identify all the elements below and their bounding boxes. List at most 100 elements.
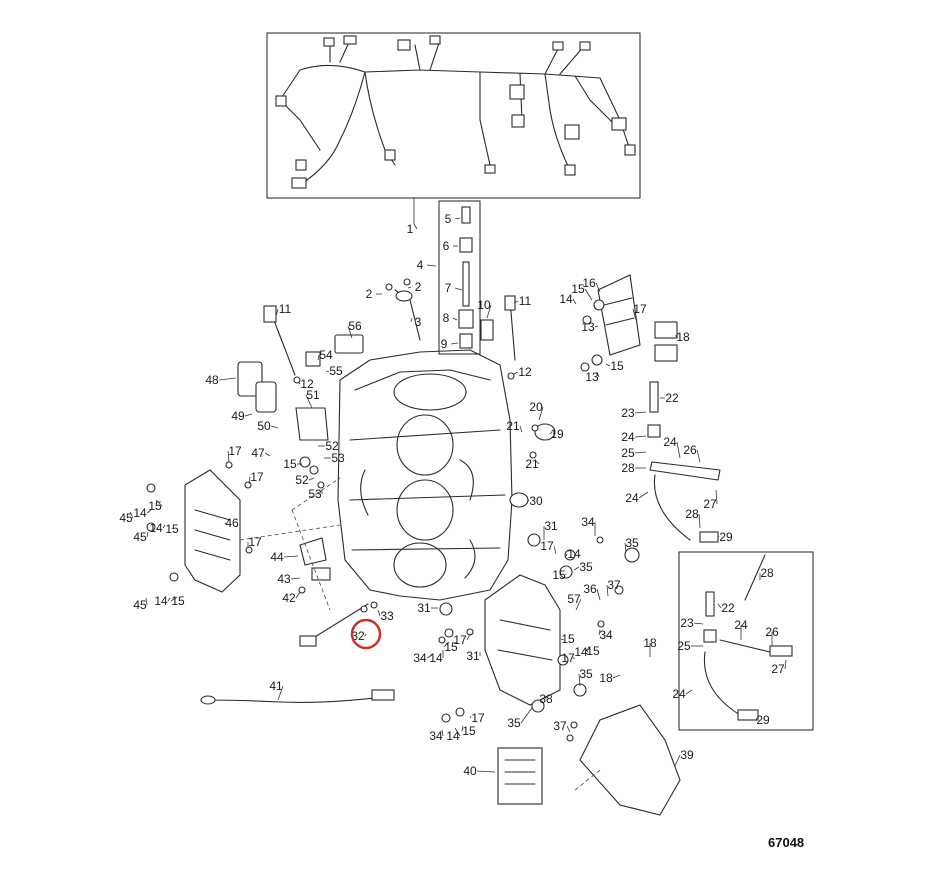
callout-label-18[interactable]: 18 <box>643 636 657 650</box>
callout-label-17[interactable]: 17 <box>471 711 485 725</box>
callout-label-26[interactable]: 26 <box>765 625 779 639</box>
callout-label-14[interactable]: 14 <box>429 651 443 665</box>
callout-label-10[interactable]: 10 <box>477 298 491 312</box>
callout-label-17[interactable]: 17 <box>250 470 264 484</box>
callout-label-5[interactable]: 5 <box>445 212 452 226</box>
part-9[interactable] <box>459 333 473 349</box>
callout-label-9[interactable]: 9 <box>441 337 448 351</box>
callout-label-44[interactable]: 44 <box>270 550 284 564</box>
callout-label-34[interactable]: 34 <box>413 651 427 665</box>
callout-label-17[interactable]: 17 <box>633 302 647 316</box>
callout-label-26[interactable]: 26 <box>683 443 697 457</box>
callout-label-18[interactable]: 18 <box>676 330 690 344</box>
callout-label-27[interactable]: 27 <box>703 497 717 511</box>
sensor-11-left[interactable] <box>263 305 296 376</box>
callout-label-52[interactable]: 52 <box>325 439 339 453</box>
callout-label-23[interactable]: 23 <box>680 616 694 630</box>
callout-label-24[interactable]: 24 <box>625 491 639 505</box>
callout-label-12[interactable]: 12 <box>300 377 314 391</box>
callout-label-28[interactable]: 28 <box>760 566 774 580</box>
callout-label-22[interactable]: 22 <box>721 601 735 615</box>
callout-label-35[interactable]: 35 <box>579 560 593 574</box>
callout-label-53[interactable]: 53 <box>308 487 322 501</box>
callout-label-15[interactable]: 15 <box>444 640 458 654</box>
callout-label-15[interactable]: 15 <box>148 499 162 513</box>
callout-label-42[interactable]: 42 <box>282 591 296 605</box>
callout-label-38[interactable]: 38 <box>539 692 553 706</box>
callout-label-23[interactable]: 23 <box>621 406 635 420</box>
callout-label-56[interactable]: 56 <box>348 319 362 333</box>
callout-label-29[interactable]: 29 <box>719 530 733 544</box>
callout-label-14[interactable]: 14 <box>574 645 588 659</box>
callout-label-28[interactable]: 28 <box>685 507 699 521</box>
callout-label-17[interactable]: 17 <box>561 651 575 665</box>
callout-label-17[interactable]: 17 <box>540 539 554 553</box>
callout-label-45[interactable]: 45 <box>133 530 147 544</box>
callout-label-21[interactable]: 21 <box>525 457 539 471</box>
callout-label-30[interactable]: 30 <box>529 494 543 508</box>
callout-label-34[interactable]: 34 <box>581 515 595 529</box>
decal-40[interactable] <box>497 747 543 805</box>
callout-label-15[interactable]: 15 <box>165 522 179 536</box>
callout-label-34[interactable]: 34 <box>599 628 613 642</box>
callout-label-31[interactable]: 31 <box>544 519 558 533</box>
callout-label-39[interactable]: 39 <box>680 748 694 762</box>
callout-label-54[interactable]: 54 <box>319 348 333 362</box>
callout-label-48[interactable]: 48 <box>205 373 219 387</box>
part-19[interactable] <box>534 423 556 441</box>
callout-label-45[interactable]: 45 <box>119 511 133 525</box>
part-3[interactable] <box>394 289 421 341</box>
callout-label-13[interactable]: 13 <box>581 320 595 334</box>
callout-label-3[interactable]: 3 <box>415 315 422 329</box>
callout-label-20[interactable]: 20 <box>529 400 543 414</box>
callout-label-17[interactable]: 17 <box>248 535 262 549</box>
callout-label-19[interactable]: 19 <box>550 427 564 441</box>
callout-label-14[interactable]: 14 <box>559 292 573 306</box>
coil-pack[interactable] <box>597 274 678 362</box>
callout-label-15[interactable]: 15 <box>610 359 624 373</box>
callout-label-15[interactable]: 15 <box>283 457 297 471</box>
callout-label-17[interactable]: 17 <box>228 444 242 458</box>
module-48[interactable] <box>237 361 277 413</box>
callout-label-45[interactable]: 45 <box>133 598 147 612</box>
part-56[interactable] <box>334 334 364 354</box>
callout-label-24[interactable]: 24 <box>621 430 635 444</box>
callout-label-24[interactable]: 24 <box>734 618 748 632</box>
sensor-11-right[interactable] <box>504 295 516 361</box>
callout-label-35[interactable]: 35 <box>579 667 593 681</box>
callout-label-49[interactable]: 49 <box>231 409 245 423</box>
fuel-fittings-upper[interactable] <box>647 381 721 543</box>
callout-label-14[interactable]: 14 <box>154 594 168 608</box>
callout-label-14[interactable]: 14 <box>567 547 581 561</box>
fuel-fittings-detail[interactable] <box>703 554 793 721</box>
part-5[interactable] <box>461 206 471 224</box>
callout-label-32[interactable]: 32 <box>351 629 365 643</box>
callout-label-31[interactable]: 31 <box>417 601 431 615</box>
callout-label-15[interactable]: 15 <box>171 594 185 608</box>
callout-label-4[interactable]: 4 <box>417 258 424 272</box>
callout-label-15[interactable]: 15 <box>561 632 575 646</box>
callout-label-13[interactable]: 13 <box>585 370 599 384</box>
callout-label-14[interactable]: 14 <box>149 521 163 535</box>
callout-label-22[interactable]: 22 <box>665 391 679 405</box>
callout-label-55[interactable]: 55 <box>329 364 343 378</box>
callout-label-50[interactable]: 50 <box>257 419 271 433</box>
part-30[interactable] <box>509 492 529 508</box>
callout-label-6[interactable]: 6 <box>443 239 450 253</box>
callout-label-2[interactable]: 2 <box>415 280 422 294</box>
callout-label-12[interactable]: 12 <box>518 365 532 379</box>
part-10[interactable] <box>480 319 494 341</box>
callout-label-25[interactable]: 25 <box>677 639 691 653</box>
sensor-41[interactable] <box>200 689 395 705</box>
callout-label-27[interactable]: 27 <box>771 662 785 676</box>
part-6[interactable] <box>459 237 473 253</box>
callout-label-2[interactable]: 2 <box>366 287 373 301</box>
callout-label-7[interactable]: 7 <box>445 281 452 295</box>
part-43[interactable] <box>311 567 331 581</box>
callout-label-57[interactable]: 57 <box>567 592 581 606</box>
part-7[interactable] <box>462 261 470 307</box>
callout-label-33[interactable]: 33 <box>380 609 394 623</box>
callout-label-15[interactable]: 15 <box>462 724 476 738</box>
callout-label-43[interactable]: 43 <box>277 572 291 586</box>
part-8[interactable] <box>458 309 474 329</box>
